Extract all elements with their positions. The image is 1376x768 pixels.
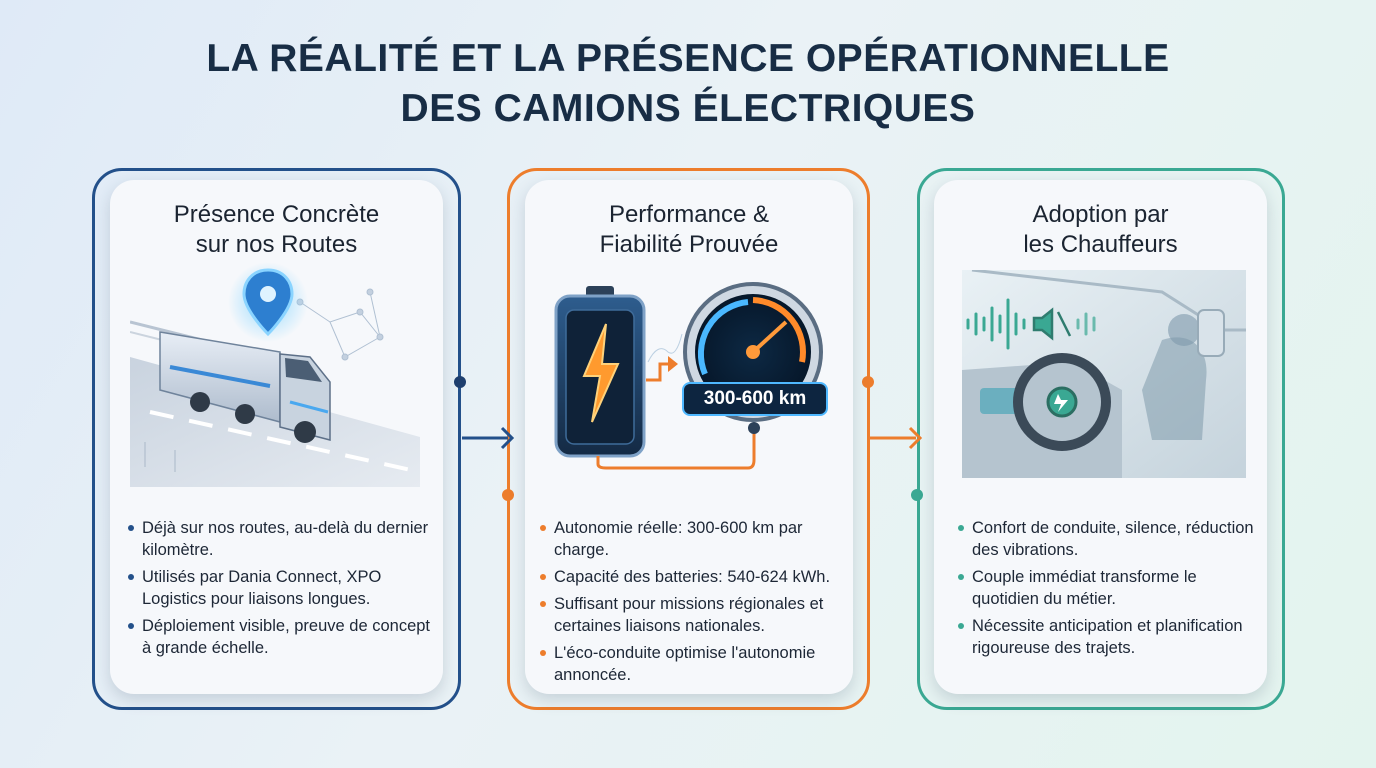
heading-line-2: Fiabilité Prouvée: [599, 231, 779, 258]
panel-performance-heading: Performance & Fiabilité Prouvée: [525, 200, 853, 260]
connector-1-2: [454, 376, 515, 501]
truck-cabin-illustration: [962, 270, 1246, 478]
panel-performance-bullets: Autonomie réelle: 300-600 km par charge.…: [540, 517, 852, 691]
list-item: L'éco-conduite optimise l'autonomie anno…: [540, 642, 852, 686]
heading-line-1: Adoption par: [1032, 201, 1169, 228]
panel-frame-performance: [507, 168, 870, 710]
list-item: Déjà sur nos routes, au-delà du dernier …: [128, 517, 438, 561]
heading-line-1: Présence Concrète: [173, 201, 380, 228]
battery-icon: [554, 286, 646, 458]
list-item: Couple immédiat transforme le quotidien …: [958, 566, 1258, 610]
list-item: Utilisés par Dania Connect, XPO Logistic…: [128, 566, 438, 610]
connector-2-3: [862, 376, 923, 501]
title-line-1: La réalité et la présence opérationnelle: [206, 37, 1170, 80]
panel-frame-presence: [92, 168, 461, 710]
heading-line-1: Performance &: [608, 201, 770, 228]
gauge-range-text: 300-600 km: [703, 388, 807, 409]
list-item: Capacité des batteries: 540-624 kWh.: [540, 566, 852, 588]
list-item: Confort de conduite, silence, réduction …: [958, 517, 1258, 561]
battery-gauge-illustration: [554, 282, 823, 470]
mute-speaker-icon: [1032, 307, 1072, 341]
panel-adoption-heading: Adoption par les Chauffeurs: [934, 200, 1267, 260]
panel-adoption-bullets: Confort de conduite, silence, réduction …: [958, 517, 1258, 664]
panel-presence-heading: Présence Concrète sur nos Routes: [110, 200, 443, 260]
page-title: La réalité et la présence opérationnelle…: [0, 34, 1376, 134]
title-line-2: des camions électriques: [400, 87, 976, 130]
list-item: Déploiement visible, preuve de concept à…: [128, 615, 438, 659]
panel-presence-bullets: Déjà sur nos routes, au-delà du dernier …: [128, 517, 438, 664]
heading-line-2: les Chauffeurs: [1023, 231, 1178, 258]
heading-line-2: sur nos Routes: [195, 231, 358, 258]
sound-wave-icon: [966, 298, 1026, 350]
truck-highway-illustration: [130, 262, 420, 487]
list-item: Suffisant pour missions régionales et ce…: [540, 593, 852, 637]
list-item: Nécessite anticipation et planification …: [958, 615, 1258, 659]
gauge-range-label: 300-600 km: [682, 382, 828, 416]
list-item: Autonomie réelle: 300-600 km par charge.: [540, 517, 852, 561]
